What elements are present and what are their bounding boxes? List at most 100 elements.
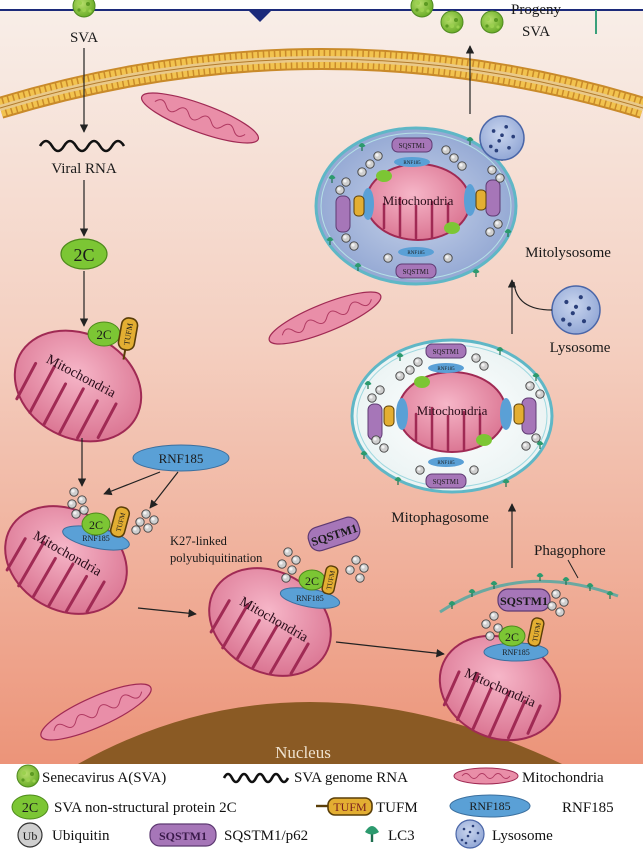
legend-rnf185-row: RNF185 RNF185: [449, 794, 614, 818]
k27-label-line2: polyubiquitination: [170, 551, 263, 565]
protein-2c-label: 2C: [73, 245, 94, 265]
legend-genome-row: SVA genome RNA: [222, 770, 408, 786]
free-mitochondrion-bottom: [40, 683, 152, 741]
protein-2c: [60, 238, 108, 270]
legend-tufm-glyph: TUFM: [333, 800, 367, 814]
arrow-stage2-to-stage3: [137, 607, 197, 618]
stage4-rnf185-label: RNF185: [502, 648, 530, 657]
stage1-tufm: TUFM: [117, 317, 139, 360]
stage4-2c: [498, 625, 526, 647]
k27-label-line1: K27-linked: [170, 534, 228, 548]
legend-ubiquitin-row: Ub Ubiquitin: [17, 822, 110, 848]
arrow-rnf185-to-ub2: [149, 471, 179, 509]
legend-sva-text: Senecavirus A(SVA): [42, 770, 166, 786]
phagophore-label: Phagophore: [534, 543, 606, 559]
stage3-2c-label: 2C: [305, 574, 319, 588]
legend-lc3-text: LC3: [388, 828, 415, 844]
svg-text:RNF185: RNF185: [407, 251, 425, 256]
sva-virion-incoming: [72, 0, 96, 18]
progeny-virion-2: [480, 10, 504, 34]
svg-text:SQSTM1: SQSTM1: [500, 594, 548, 608]
legend-genome-icon: [222, 772, 290, 784]
stage3-tufm: TUFM: [321, 565, 339, 595]
legend-ubiquitin-icon: [17, 822, 43, 848]
legend-rnf185-glyph: RNF185: [469, 799, 510, 813]
nucleus-label: Nucleus: [275, 743, 331, 762]
stage2-2c: [81, 512, 111, 536]
mitochondrion-stage-4: Mitochondria: [438, 634, 562, 742]
progeny-label: Progeny: [511, 2, 561, 18]
legend-sqstm1-glyph: SQSTM1: [159, 829, 207, 843]
svg-text:SQSTM1: SQSTM1: [403, 268, 430, 276]
viral-rna-label: Viral RNA: [51, 161, 117, 177]
stage4-tufm: TUFM: [527, 617, 545, 647]
legend-tufm-text: TUFM: [376, 800, 418, 816]
rnf185-free-label: RNF185: [159, 451, 204, 466]
legend-2c-icon: [11, 794, 49, 820]
svg-text:SQSTM1: SQSTM1: [433, 478, 460, 486]
mitochondrion-stage-1: Mitochondria: [13, 329, 143, 443]
top-bar: [0, 0, 643, 10]
stage4-2c-label: 2C: [505, 630, 519, 644]
viral-rna-icon: [38, 139, 126, 153]
phagophore-pointer: [567, 559, 579, 579]
stage2-2c-label: 2C: [89, 518, 103, 532]
legend-tufm-icon: [327, 797, 373, 816]
legend-rnf185-text: RNF185: [562, 800, 614, 816]
svg-text:Mitochondria: Mitochondria: [417, 403, 488, 418]
legend-genome-text: SVA genome RNA: [294, 770, 408, 786]
legend-sva-row: Senecavirus A(SVA): [16, 764, 166, 788]
legend-2c-glyph: 2C: [22, 801, 38, 816]
svg-text:Mitochondria: Mitochondria: [383, 193, 454, 208]
legend-lysosome-text: Lysosome: [492, 828, 553, 844]
svg-text:RNF185: RNF185: [403, 161, 421, 166]
lysosome-label: Lysosome: [550, 340, 611, 356]
legend-2c-text: SVA non-structural protein 2C: [54, 800, 237, 816]
legend-sqstm1-text: SQSTM1/p62: [224, 828, 308, 844]
legend-panel: [0, 764, 643, 860]
legend-sqstm1-icon: [149, 823, 217, 847]
svg-text:SQSTM1: SQSTM1: [399, 142, 426, 150]
top-marker-icon: [248, 10, 272, 22]
legend-ub-glyph: Ub: [23, 829, 38, 843]
svg-text:RNF185: RNF185: [437, 367, 455, 372]
legend-sqstm1-row: SQSTM1 SQSTM1/p62: [149, 823, 308, 847]
mitolysosome: Mitochondria SQSTM1 RNF185 SQSTM1 RNF185: [314, 126, 518, 286]
legend-mito-row: Mitochondria: [453, 767, 604, 786]
progeny-sva-label: SVA: [522, 24, 550, 40]
legend-ubiquitin-text: Ubiquitin: [52, 828, 110, 844]
legend-lysosome-icon: [455, 819, 485, 849]
legend-rnf185-icon: [449, 794, 531, 818]
svg-text:SQSTM1: SQSTM1: [433, 348, 460, 356]
svg-text:TUFM: TUFM: [122, 322, 135, 345]
lysosome-docked: [479, 115, 525, 161]
sva-label: SVA: [70, 30, 98, 46]
mitolysosome-label: Mitolysosome: [525, 245, 611, 261]
plasma-membrane: [0, 48, 643, 119]
stage2-rnf185-label: RNF185: [82, 534, 110, 543]
rnf185-free: [132, 444, 230, 472]
mitophagosome: Mitochondria SQSTM1 RNF185 SQSTM1 RNF185: [350, 338, 554, 494]
free-mitochondrion-middle: [268, 291, 382, 345]
nucleus: [78, 702, 562, 764]
stage2-tufm: TUFM: [109, 506, 131, 538]
legend-2c-row: 2C SVA non-structural protein 2C: [11, 794, 237, 820]
arrow-rnf185-to-ub1: [103, 471, 161, 496]
legend-lc3-row: LC3: [363, 824, 415, 844]
progeny-virion-1: [440, 10, 464, 34]
stage3-rnf185-label: RNF185: [296, 594, 324, 603]
legend-mito-text: Mitochondria: [522, 770, 604, 786]
svg-text:RNF185: RNF185: [437, 461, 455, 466]
phagophore-membrane: [439, 579, 619, 614]
stage4-sqstm1: SQSTM1: [497, 588, 551, 612]
mitophagosome-label: Mitophagosome: [391, 510, 489, 526]
stage1-2c-label: 2C: [96, 327, 111, 342]
legend-lysosome-row: Lysosome: [455, 819, 553, 849]
legend-tufm-row: TUFM TUFM: [316, 797, 418, 816]
lysosome-fusing: [551, 285, 601, 335]
legend-sva-icon: [16, 764, 40, 788]
free-mitochondrion-top: [140, 92, 260, 144]
arrow-stage3-to-stage4: [335, 641, 445, 658]
